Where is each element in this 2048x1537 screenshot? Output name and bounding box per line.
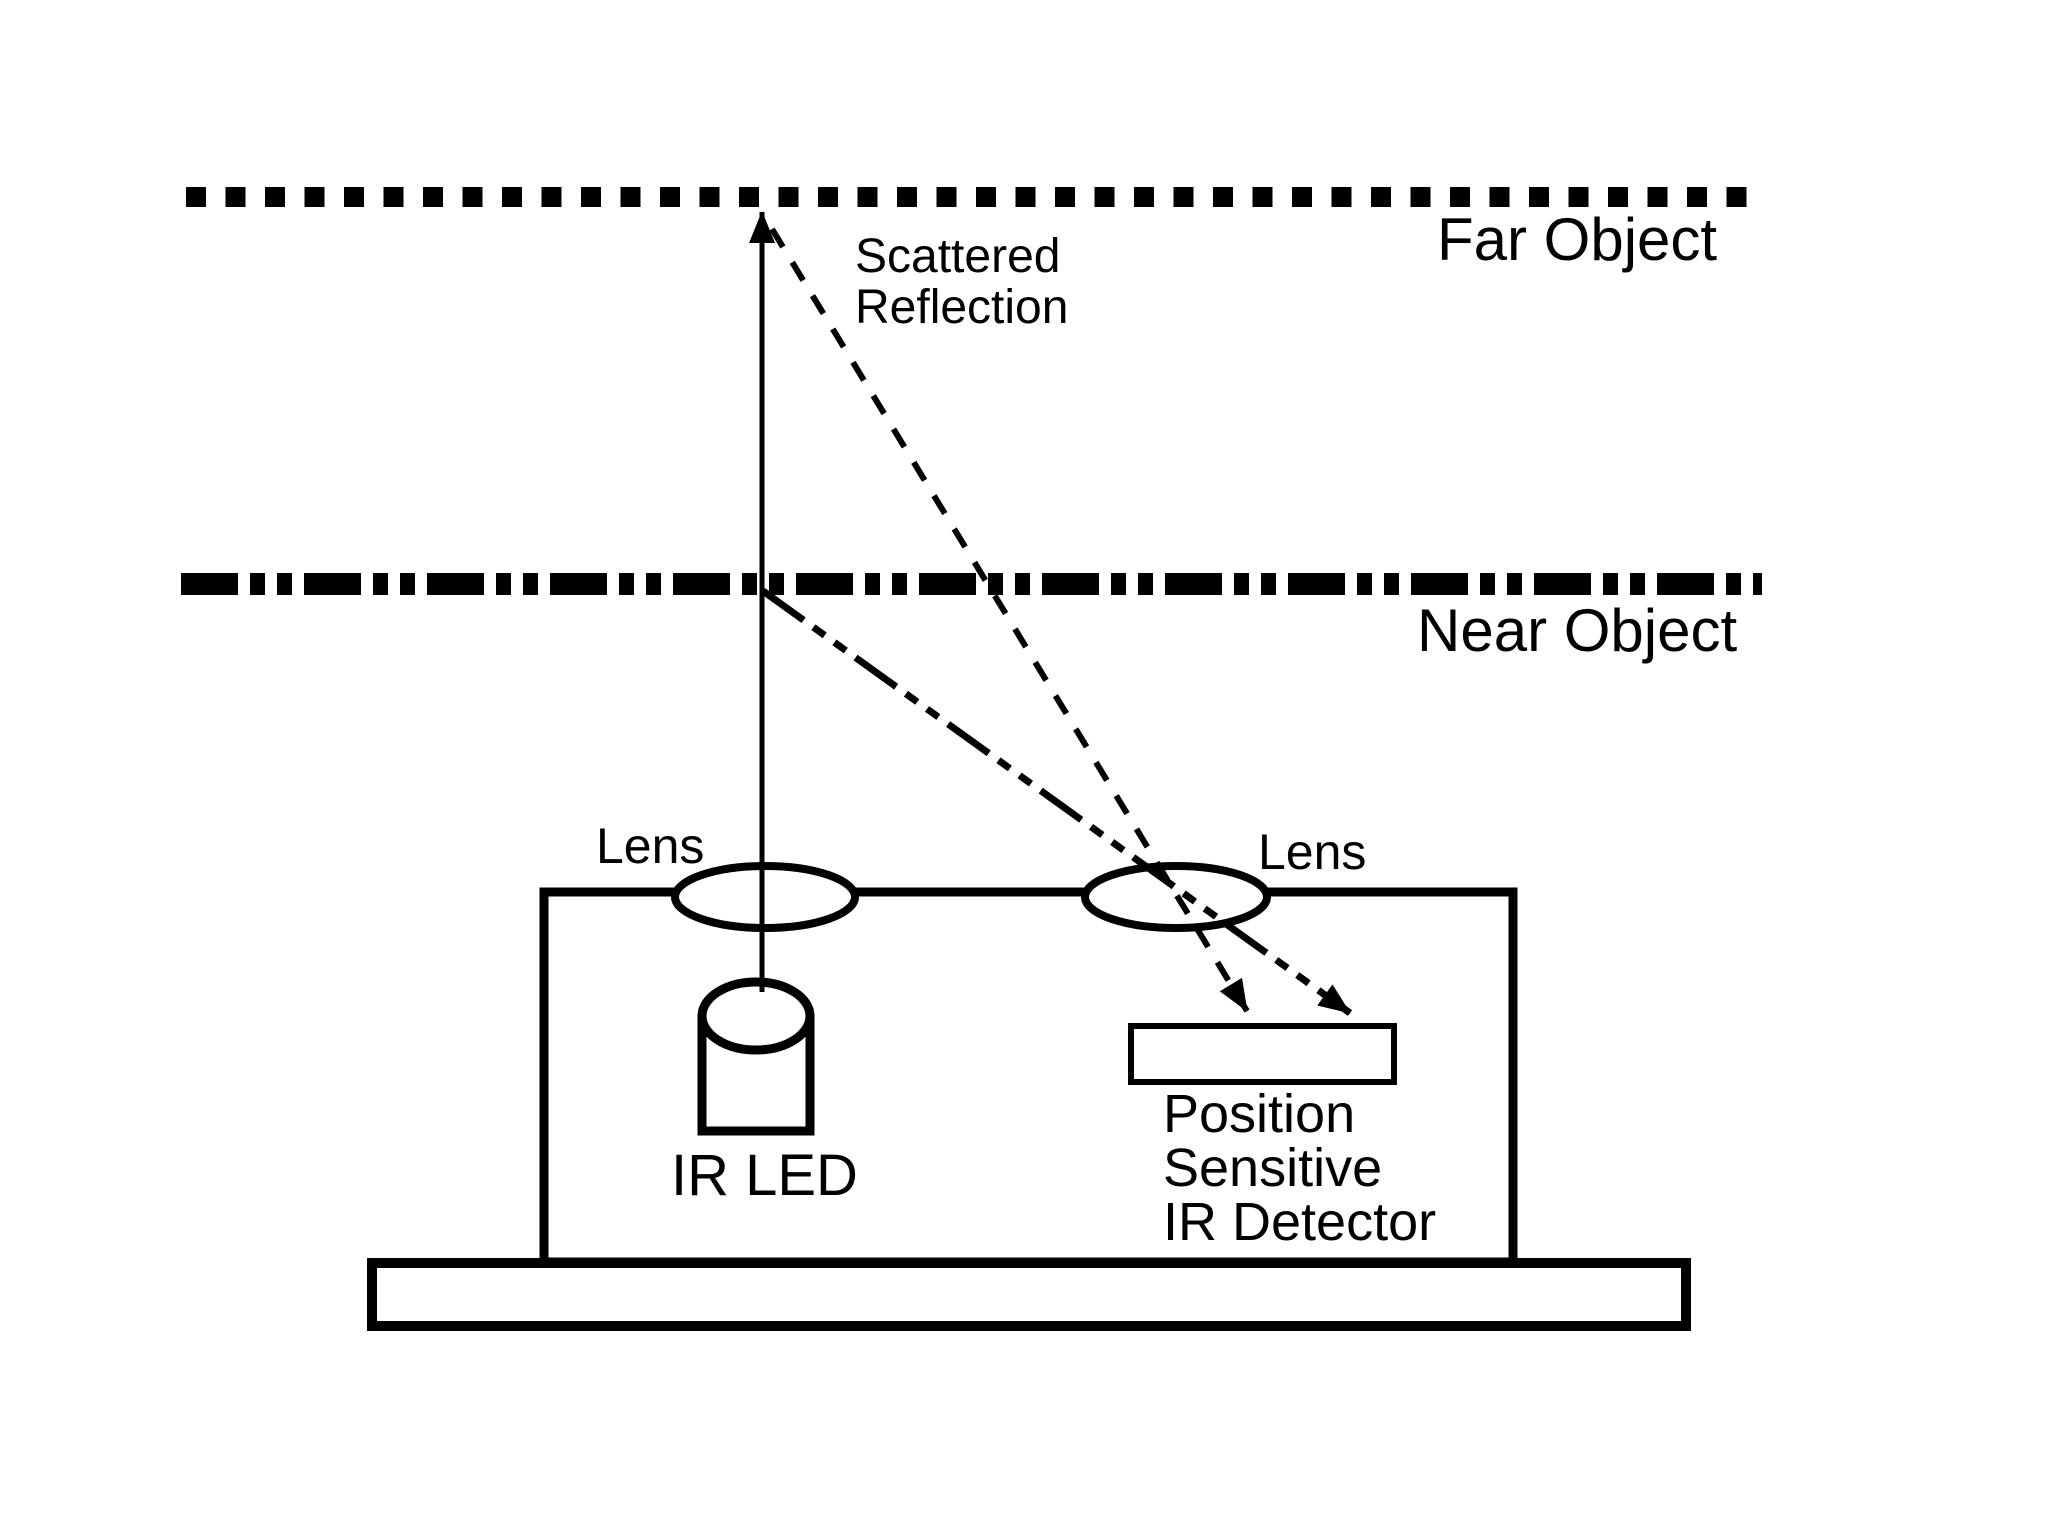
ir-led-label: IR LED bbox=[671, 1143, 858, 1208]
ir-led-cylinder-top bbox=[697, 977, 815, 1055]
detector-label-line3: IR Detector bbox=[1163, 1192, 1437, 1252]
position-sensitive-detector-rect bbox=[1128, 1023, 1397, 1085]
receiver-lens-label: Lens bbox=[1258, 824, 1367, 880]
emitter-lens-label: Lens bbox=[596, 818, 705, 874]
scattered-reflection-label: Scattered Reflection bbox=[855, 231, 1068, 333]
detector-label-line2: Sensitive bbox=[1163, 1138, 1383, 1198]
position-sensitive-detector-label: Position Sensitive IR Detector bbox=[1163, 1087, 1436, 1249]
near-object-label: Near Object bbox=[1417, 597, 1738, 664]
far-object-label: Far Object bbox=[1437, 206, 1718, 273]
base-plate-rect bbox=[367, 1258, 1691, 1331]
emitter-lens-ellipse bbox=[671, 862, 859, 932]
detector-label-line1: Position bbox=[1163, 1084, 1356, 1144]
scattered-reflection-label-line2: Reflection bbox=[855, 281, 1069, 334]
near-reflection-ray bbox=[760, 588, 1353, 1016]
scattered-reflection-label-line1: Scattered bbox=[855, 230, 1061, 283]
